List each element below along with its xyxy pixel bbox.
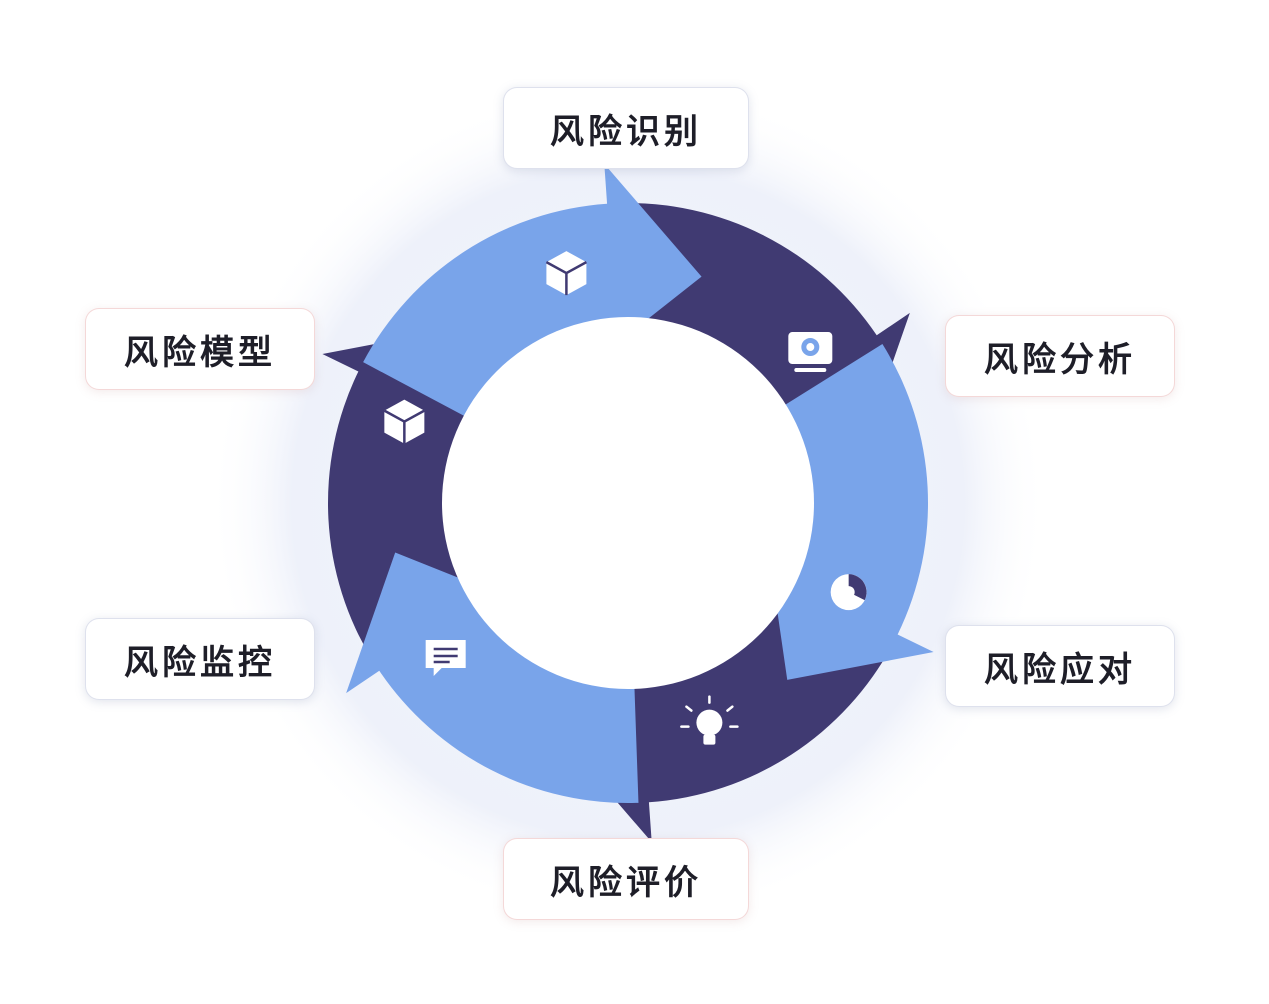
cycle-icons [383, 251, 867, 745]
label-risk-identification: 风险识别 [503, 87, 749, 169]
cycle-segment-monitoring [346, 552, 639, 804]
label-risk-evaluation: 风险评价 [503, 838, 749, 920]
lightbulb-icon [680, 695, 739, 745]
cycle-segment-identification [363, 163, 702, 421]
center-disc [442, 317, 814, 689]
cycle-segment-response [771, 344, 934, 680]
label-risk-analysis: 风险分析 [945, 315, 1175, 397]
cube-icon [383, 399, 425, 444]
chat-icon [425, 639, 466, 676]
cycle-arrows [322, 163, 934, 843]
label-risk-model: 风险模型 [85, 308, 315, 390]
label-risk-response: 风险应对 [945, 625, 1175, 707]
monitor-icon [788, 332, 833, 373]
pie-chart-icon [830, 574, 867, 611]
label-risk-monitoring: 风险监控 [85, 618, 315, 700]
cube-icon [545, 251, 588, 296]
